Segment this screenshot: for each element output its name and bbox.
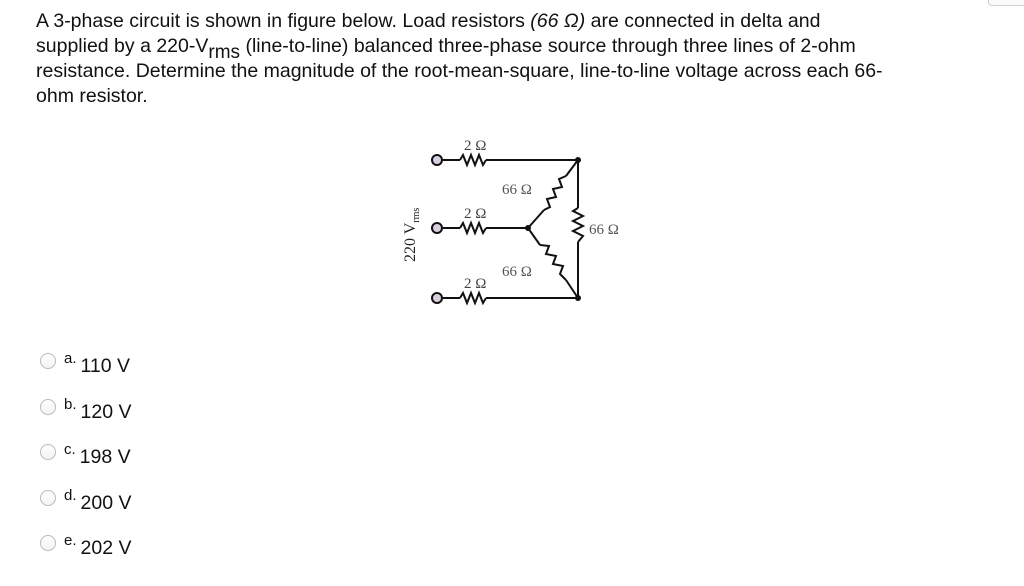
node-top <box>575 157 581 163</box>
resistor-2ohm-top <box>459 152 487 168</box>
option-e[interactable]: e. 202 V <box>40 530 131 576</box>
option-letter: e. <box>64 532 77 549</box>
resistor-2ohm-bottom <box>459 290 487 306</box>
circuit-diagram: 220 Vrms 2 Ω 2 Ω 2 Ω <box>390 130 690 310</box>
question-line-3: resistance. Determine the magnitude of t… <box>36 60 883 82</box>
resistor-label-2ohm-bottom: 2 Ω <box>464 276 486 292</box>
question-line-1: A 3-phase circuit is shown in figure bel… <box>36 10 821 32</box>
option-a[interactable]: a. 110 V <box>40 348 131 394</box>
option-d[interactable]: d. 200 V <box>40 485 131 531</box>
option-b[interactable]: b. 120 V <box>40 394 131 440</box>
source-voltage-label: 220 Vrms <box>402 208 422 262</box>
resistor-label-66ohm-right: 66 Ω <box>589 222 619 238</box>
load-resistance-italic: (66 Ω) <box>530 10 586 32</box>
line-bottom <box>443 290 578 306</box>
question-line-4: ohm resistor. <box>36 85 148 107</box>
resistor-66ohm-lower <box>539 244 567 281</box>
node-middle <box>525 225 531 231</box>
option-letter: a. <box>64 350 77 367</box>
terminal-top <box>431 154 443 166</box>
option-text: 120 V <box>80 400 132 423</box>
node-bottom <box>575 295 581 301</box>
resistor-66ohm-right <box>570 207 586 243</box>
answer-options: a. 110 V b. 120 V c. 198 V d. 200 V e. 2… <box>40 348 131 576</box>
option-text: 198 V <box>79 446 131 468</box>
resistor-label-2ohm-top: 2 Ω <box>464 138 486 154</box>
resistor-66ohm-upper <box>543 175 567 211</box>
resistor-2ohm-middle <box>459 220 487 236</box>
question-line-2: supplied by a 220-Vrms (line-to-line) ba… <box>36 35 856 63</box>
line-middle <box>443 220 528 236</box>
delta-load <box>527 159 586 299</box>
radio-button-d[interactable] <box>40 489 56 506</box>
option-text: 200 V <box>80 491 132 514</box>
radio-button-c[interactable] <box>40 444 56 460</box>
radio-button-b[interactable] <box>40 398 56 415</box>
option-letter: d. <box>64 486 77 504</box>
option-text: 110 V <box>80 355 131 377</box>
resistor-label-66ohm-lower: 66 Ω <box>502 264 532 280</box>
question-text: A 3-phase circuit is shown in figure bel… <box>36 9 1006 109</box>
option-letter: b. <box>64 395 77 413</box>
line-top <box>443 152 578 168</box>
option-letter: c. <box>64 441 76 458</box>
window-corner-decoration <box>988 0 1024 6</box>
terminal-bottom <box>431 292 443 304</box>
option-c[interactable]: c. 198 V <box>40 439 131 485</box>
radio-button-e[interactable] <box>40 535 56 551</box>
terminal-middle <box>431 222 443 234</box>
resistor-label-2ohm-middle: 2 Ω <box>464 206 486 222</box>
resistor-label-66ohm-upper: 66 Ω <box>502 182 532 198</box>
radio-button-a[interactable] <box>40 353 56 369</box>
option-text: 202 V <box>80 537 132 559</box>
rms-subscript: rms <box>208 42 241 63</box>
